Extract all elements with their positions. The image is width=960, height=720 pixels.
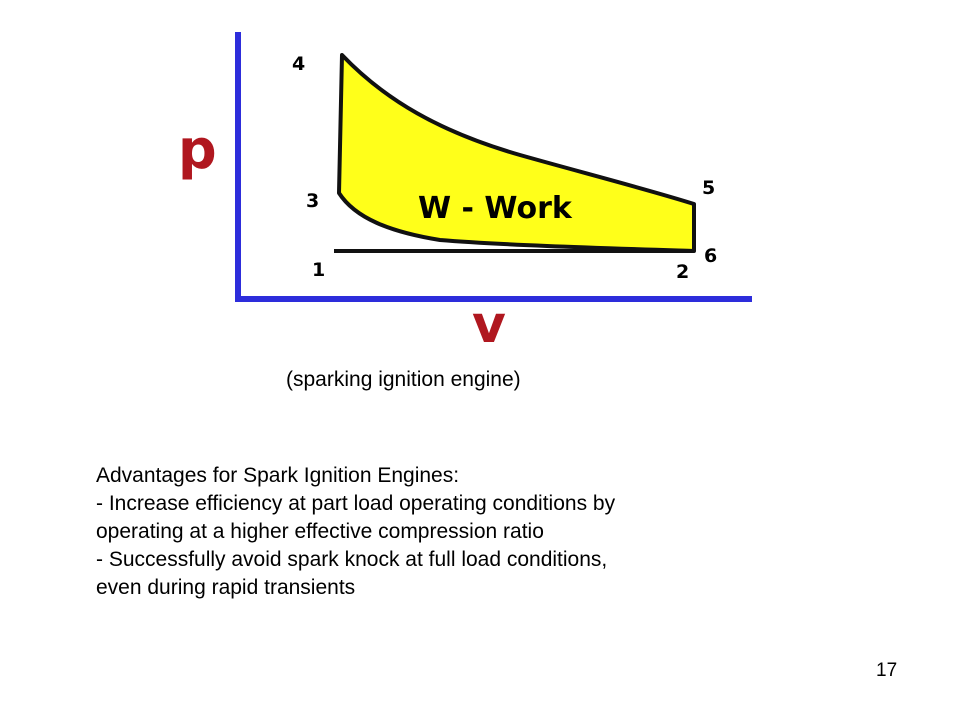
advantages-line: operating at a higher effective compress… <box>96 520 544 543</box>
point-label-5: 5 <box>702 177 715 199</box>
work-area <box>337 53 696 253</box>
point-label-3: 3 <box>306 190 319 212</box>
page-number: 17 <box>876 660 898 681</box>
y-axis-label: p <box>178 118 217 181</box>
advantages-block: Advantages for Spark Ignition Engines: -… <box>96 462 816 602</box>
advantages-line: - Successfully avoid spark knock at full… <box>96 548 608 571</box>
diagram-caption: (sparking ignition engine) <box>286 368 521 391</box>
point-label-6: 6 <box>704 245 717 267</box>
advantages-line: - Increase efficiency at part load opera… <box>96 492 616 515</box>
advantages-line: even during rapid transients <box>96 576 356 599</box>
point-label-2: 2 <box>676 261 689 283</box>
point-label-4: 4 <box>292 53 305 75</box>
point-label-1: 1 <box>312 259 325 281</box>
x-axis-label: v <box>472 295 506 355</box>
pv-diagram: p v 4 3 1 5 6 2 W - Work <box>178 32 752 355</box>
advantages-heading: Advantages for Spark Ignition Engines: <box>96 464 460 487</box>
work-label: W - Work <box>418 191 573 226</box>
